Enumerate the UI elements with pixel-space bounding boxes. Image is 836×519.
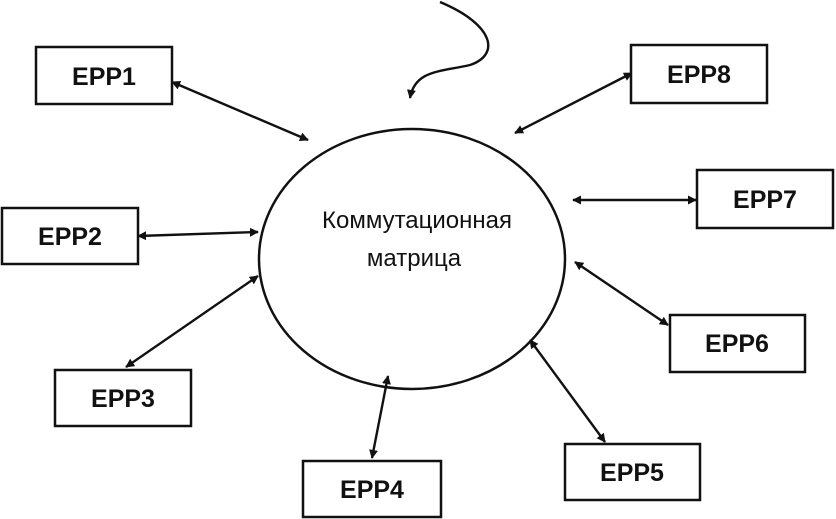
- matrix-label-line2: матрица: [367, 245, 462, 272]
- link-epp2: [137, 227, 259, 241]
- node-epp8-label: EPP8: [667, 61, 731, 89]
- node-epp7: EPP7: [695, 168, 835, 230]
- node-epp1: EPP1: [34, 45, 174, 106]
- node-epp5-label: EPP5: [600, 459, 664, 487]
- node-epp5: EPP5: [563, 442, 702, 502]
- link-epp6: [574, 261, 669, 326]
- matrix-label-line1: Коммутационная: [322, 207, 512, 234]
- node-epp3: EPP3: [53, 368, 193, 428]
- link-epp4: [369, 375, 391, 459]
- link-epp3: [125, 275, 259, 368]
- node-epp8: EPP8: [629, 43, 769, 105]
- node-epp7-label: EPP7: [733, 186, 797, 214]
- node-epp3-label: EPP3: [91, 385, 155, 413]
- node-epp6: EPP6: [668, 313, 807, 374]
- node-epp4: EPP4: [301, 459, 443, 519]
- node-epp1-label: EPP1: [72, 63, 136, 91]
- input-wavy-line: [407, 0, 490, 99]
- node-epp2: EPP2: [0, 206, 140, 266]
- node-epp2-label: EPP2: [38, 223, 102, 251]
- link-epp8: [514, 71, 633, 135]
- switching-matrix-circle: [257, 127, 567, 391]
- node-epp6-label: EPP6: [705, 330, 769, 358]
- link-epp1: [171, 80, 309, 142]
- node-epp4-label: EPP4: [340, 476, 404, 504]
- link-epp5: [529, 339, 606, 443]
